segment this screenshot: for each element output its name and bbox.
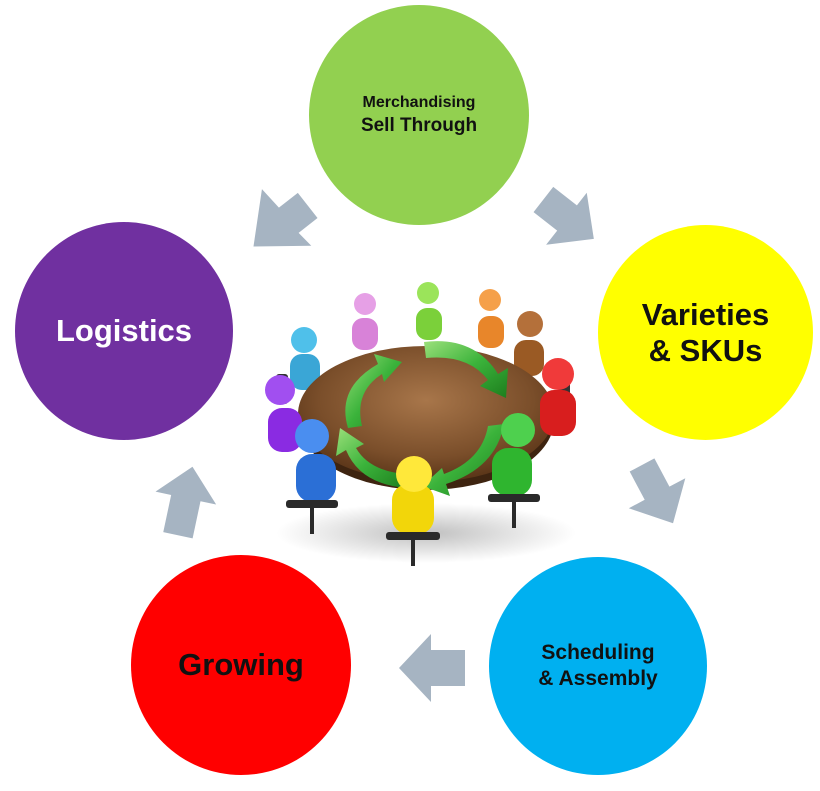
node-merchandising-line2: Sell Through <box>360 114 478 136</box>
node-merchandising-line1: Merchandising <box>362 93 476 111</box>
arrow-icon-logistics-to-merchandising <box>253 189 318 247</box>
cycle-arrows-icon <box>336 341 508 496</box>
node-growing-label: Growing <box>178 647 304 682</box>
node-growing: Growing <box>131 555 351 775</box>
meeting-round-table-icon <box>265 282 576 566</box>
node-logistics-label: Logistics <box>55 313 193 348</box>
person-icon-back-row <box>290 282 544 390</box>
node-scheduling-line1: Scheduling <box>541 641 655 664</box>
arrow-icon-growing-to-logistics <box>155 466 217 539</box>
arrow-icon-merchandising-to-varieties <box>533 186 594 245</box>
node-varieties: Varieties & SKUs <box>598 225 813 440</box>
node-varieties-line1: Varieties <box>641 296 770 332</box>
person-icon-front-row <box>265 358 576 534</box>
node-logistics: Logistics <box>15 222 233 440</box>
node-scheduling: Scheduling & Assembly <box>489 557 707 775</box>
node-varieties-line2: & SKUs <box>648 332 763 368</box>
arrow-icon-scheduling-to-growing <box>399 634 465 702</box>
node-merchandising: Merchandising Sell Through <box>309 5 529 225</box>
node-scheduling-line2: & Assembly <box>538 667 658 690</box>
arrow-icon-varieties-to-scheduling <box>628 458 686 524</box>
